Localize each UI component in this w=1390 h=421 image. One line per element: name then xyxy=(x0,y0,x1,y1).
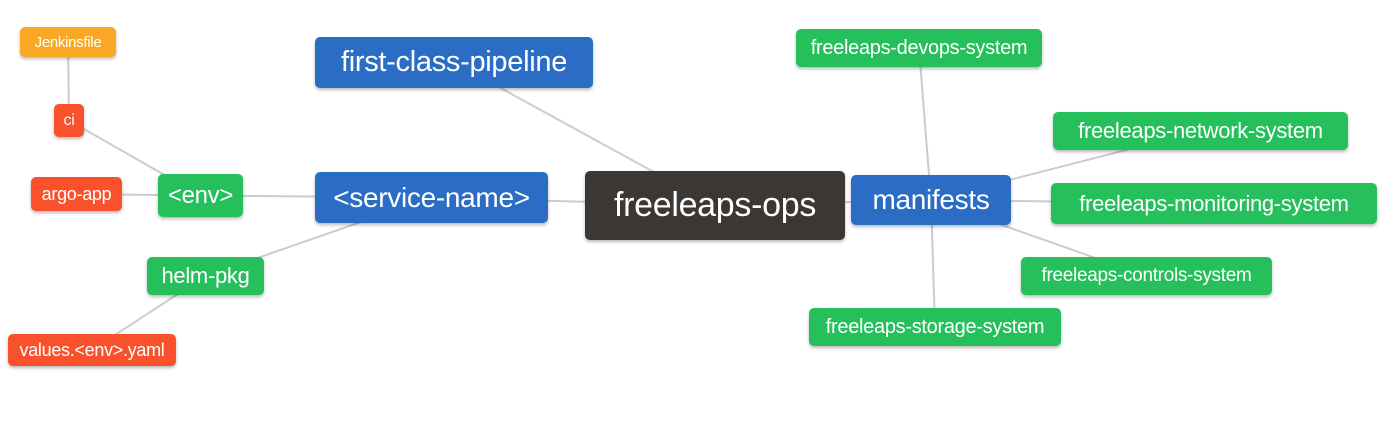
node-jenkinsfile[interactable]: Jenkinsfile xyxy=(20,27,116,57)
edge-manifests-freeleaps-devops-system xyxy=(918,47,932,201)
node-freeleaps-monitoring-system[interactable]: freeleaps-monitoring-system xyxy=(1051,183,1377,224)
node-label: freeleaps-controls-system xyxy=(1041,265,1252,286)
node-label: Jenkinsfile xyxy=(34,33,102,51)
node-ci[interactable]: ci xyxy=(54,104,84,137)
node-env[interactable]: <env> xyxy=(158,174,243,217)
node-service-name[interactable]: <service-name> xyxy=(315,172,548,223)
node-label: freeleaps-network-system xyxy=(1078,118,1323,143)
node-argo-app[interactable]: argo-app xyxy=(31,177,122,211)
node-label: freeleaps-monitoring-system xyxy=(1079,190,1349,216)
node-freeleaps-controls-system[interactable]: freeleaps-controls-system xyxy=(1021,257,1272,295)
node-helm-pkg[interactable]: helm-pkg xyxy=(147,257,264,295)
node-label: <env> xyxy=(167,181,234,209)
node-label: freeleaps-ops xyxy=(613,186,817,224)
node-freeleaps-network-system[interactable]: freeleaps-network-system xyxy=(1053,112,1348,150)
node-label: ci xyxy=(63,111,75,129)
node-first-class-pipeline[interactable]: first-class-pipeline xyxy=(315,37,593,88)
node-label: manifests xyxy=(872,184,990,215)
node-label: <service-name> xyxy=(333,181,530,213)
node-label: freeleaps-storage-system xyxy=(825,315,1045,338)
node-manifests[interactable]: manifests xyxy=(851,175,1011,225)
node-label: freeleaps-devops-system xyxy=(810,36,1028,59)
node-label: first-class-pipeline xyxy=(340,46,568,78)
node-freeleaps-devops-system[interactable]: freeleaps-devops-system xyxy=(796,29,1042,67)
node-label: helm-pkg xyxy=(161,263,250,288)
node-label: values.<env>.yaml xyxy=(19,339,165,360)
node-freeleaps-ops[interactable]: freeleaps-ops xyxy=(585,171,845,240)
node-values-env-yaml[interactable]: values.<env>.yaml xyxy=(8,334,176,366)
node-label: argo-app xyxy=(41,183,112,204)
node-freeleaps-storage-system[interactable]: freeleaps-storage-system xyxy=(809,308,1061,346)
